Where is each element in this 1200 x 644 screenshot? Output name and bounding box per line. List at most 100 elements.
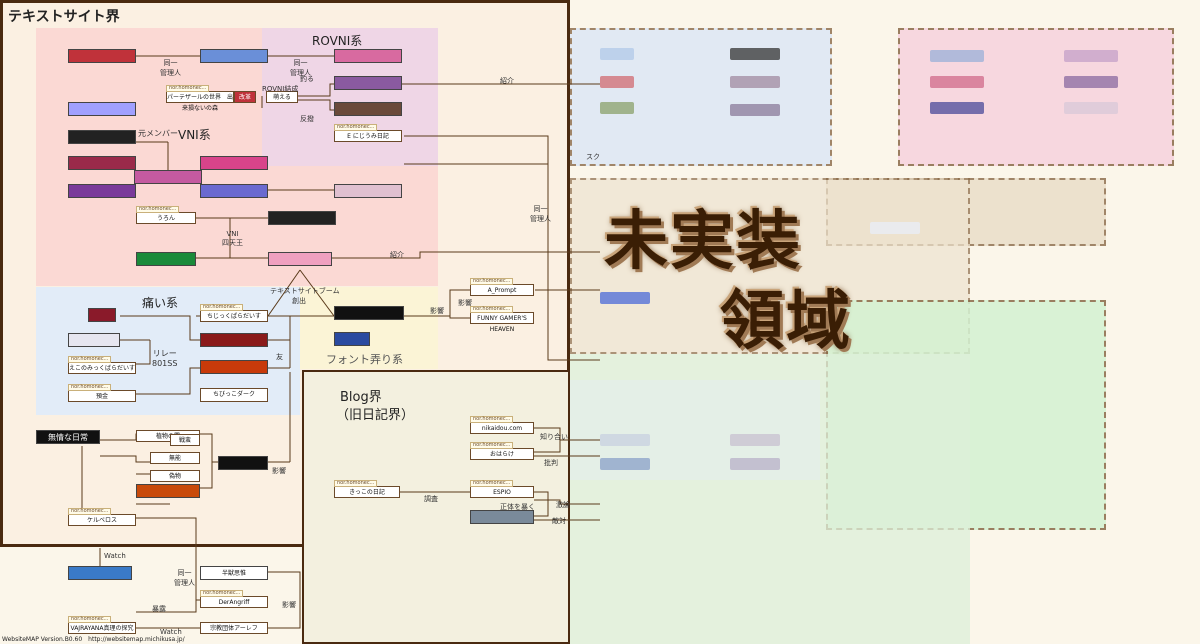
label-same-admin-3: 同一 管理人 <box>530 205 551 223</box>
label-tsuru: 釣る <box>300 75 314 83</box>
label-text-boom: テキストサイトブーム <box>270 287 340 295</box>
node-derangriff[interactable]: nor.homonec...DerAngriff <box>200 590 268 608</box>
node-pa[interactable]: nor.homonec...パーテザールの世界 出来損ないの森 <box>166 85 234 112</box>
label-hanpatsu: 反撥 <box>300 115 314 123</box>
banner-kasumi[interactable] <box>200 156 268 170</box>
blur-thumb-15 <box>600 434 650 446</box>
node-nikaidou[interactable]: nor.homonec...nikaidou.com <box>470 416 534 434</box>
unimplemented-overlay-line2: 領域 <box>720 285 852 359</box>
banner-vni-5[interactable] <box>200 184 268 198</box>
banner-itai-3[interactable] <box>200 333 268 347</box>
banner-font-1[interactable] <box>334 306 404 320</box>
rovni-label: ROVNI系 <box>312 34 363 48</box>
node-vajrayana[interactable]: nor.homonec...VAJRAYANA真理の探究 <box>68 616 136 634</box>
unimplemented-overlay-line1: 未実装 <box>604 205 802 279</box>
footer-credit: WebsiteMAP Version.B0.60 http://websitem… <box>2 636 185 643</box>
banner-vni-4[interactable] <box>68 184 136 198</box>
node-uron[interactable]: nor.homonec...うろん <box>136 206 196 224</box>
node-kikko[interactable]: nor.homonec...きっこの日記 <box>334 480 400 498</box>
banner-shitsu[interactable] <box>200 360 268 374</box>
label-hihan: 批判 <box>544 459 558 467</box>
blur-thumb-18 <box>730 458 780 470</box>
banner-vni-3[interactable] <box>134 170 202 184</box>
blur-thumb-16 <box>600 458 650 470</box>
label-same-admin-2: 同一 管理人 <box>290 59 311 77</box>
itai-label: 痛い系 <box>142 296 179 310</box>
blur-thumb-9 <box>930 102 984 114</box>
node-kyokai[interactable]: 宗教団体アーレフ <box>200 622 268 634</box>
node-chikuppa[interactable]: nor.homonec...ちじっくぱらだいす <box>200 304 268 322</box>
label-same-admin-4: 同一 管理人 <box>174 569 195 587</box>
blur-thumb-7 <box>930 50 984 62</box>
label-watch-1: Watch <box>104 552 126 560</box>
blog-label: Blog界 <box>340 390 382 405</box>
label-moto-member: 元メンバー <box>138 129 178 138</box>
label-rovni-kessei: ROVNI結成 <box>262 85 299 93</box>
blur-thumb-1 <box>600 48 634 60</box>
label-watch-2: Watch <box>160 628 182 636</box>
node-sensou[interactable]: 戦蛮 <box>170 434 200 446</box>
banner-rovni-1[interactable] <box>200 49 268 63</box>
banner-arufu[interactable]: 半獣思惟 <box>200 566 268 580</box>
blur-thumb-12 <box>1064 102 1118 114</box>
node-yokin[interactable]: nor.homonec...預金 <box>68 384 136 402</box>
node-ekono[interactable]: nor.homonec...えこのみっくばらだいす <box>68 356 136 374</box>
blur-thumb-6 <box>730 104 780 116</box>
banner-shinsen[interactable] <box>68 49 136 63</box>
label-chousa: 調査 <box>424 495 438 503</box>
label-relay: リレー 801SS <box>152 349 178 368</box>
label-soushutsu: 創出 <box>292 297 306 305</box>
label-shiriai: 知り合い <box>540 433 568 441</box>
blog-region <box>302 370 570 644</box>
node-shinsen[interactable]: 改革 <box>234 91 256 103</box>
banner-rovni-2[interactable] <box>334 49 402 63</box>
node-espio[interactable]: nor.homonec...ESPIO <box>470 480 534 498</box>
banner-mochi[interactable] <box>68 102 136 116</box>
banner-itai-1[interactable] <box>88 308 116 322</box>
banner-vni-6[interactable] <box>334 184 402 198</box>
blur-thumb-17 <box>730 434 780 446</box>
node-moe[interactable]: ちびっこダーク <box>200 388 268 402</box>
blog-sub-label: （旧日記界） <box>336 408 415 423</box>
label-same-admin-1: 同一 管理人 <box>160 59 181 77</box>
label-eikyou-3: 影響 <box>272 467 286 475</box>
label-bakuro: 暴露 <box>152 605 166 613</box>
label-taiketsu: 敵対 <box>552 517 566 525</box>
blur-thumb-3 <box>600 102 634 114</box>
label-sukima: スク <box>586 153 600 161</box>
banner-vni-9[interactable] <box>268 252 332 266</box>
label-eikyou-4: 影響 <box>282 601 296 609</box>
label-gekiron: 激論 <box>556 501 570 509</box>
banner-cluster-1[interactable] <box>218 456 268 470</box>
banner-vni-7[interactable] <box>268 211 336 225</box>
banner-vni-8[interactable] <box>136 252 196 266</box>
node-funny[interactable]: nor.homonec...FUNNY GAMER'S HEAVEN <box>470 306 534 333</box>
blur-thumb-14 <box>870 222 920 234</box>
node-eniji[interactable]: nor.homonec...E にじうみ日記 <box>334 124 402 142</box>
banner-rovni-3[interactable] <box>334 76 402 90</box>
label-vni-shitenno: VNI 四天王 <box>222 230 243 247</box>
banner-font-2[interactable] <box>334 332 370 346</box>
banner-vni-1[interactable] <box>68 130 136 144</box>
node-aprompt[interactable]: nor.homonec...A_Prompt <box>470 278 534 296</box>
banner-vni-2[interactable] <box>68 156 136 170</box>
banner-nomaremu[interactable]: 無情な日常 <box>36 430 100 444</box>
banner-itai-2[interactable] <box>68 333 120 347</box>
vni-label: VNI系 <box>178 128 211 142</box>
banner-cluster-2[interactable] <box>136 484 200 498</box>
label-shotai: 正体を暴く <box>500 503 535 511</box>
banner-rovni-4[interactable] <box>334 102 402 116</box>
node-harukiri[interactable]: 萌える <box>266 91 298 103</box>
label-tomo: 友 <box>276 353 283 361</box>
blur-thumb-10 <box>1064 50 1118 62</box>
banner-watch[interactable] <box>68 566 132 580</box>
node-kerberos[interactable]: nor.homonec...ケルベロス <box>68 508 136 526</box>
banner-blog-1[interactable] <box>470 510 534 524</box>
label-eikyou-2: 影響 <box>458 299 472 307</box>
node-kashira[interactable]: 偽物 <box>150 470 200 482</box>
blur-thumb-8 <box>930 76 984 88</box>
blur-thumb-5 <box>730 76 780 88</box>
node-kokuyasu[interactable]: 無能 <box>150 452 200 464</box>
node-oharuke[interactable]: nor.homonec...おはらけ <box>470 442 534 460</box>
